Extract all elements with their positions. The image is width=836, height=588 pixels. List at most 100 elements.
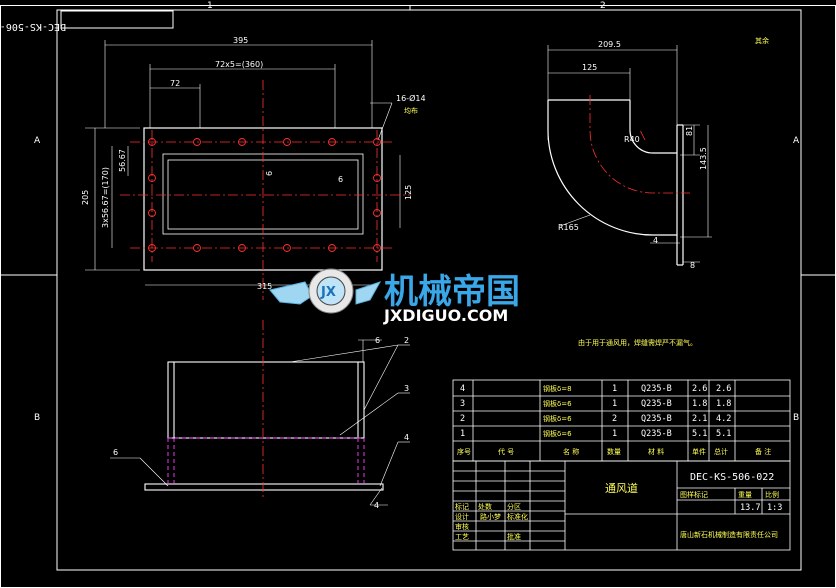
zone-label-1: 1 [207,1,213,11]
bom-cell-qty: 1 [612,429,617,439]
bom-header-qty: 数量 [607,447,621,456]
bom-cell-material: Q235-B [641,399,672,409]
zone-label-a-right: A [793,136,800,146]
bom-header-material: 材 料 [648,447,664,456]
border-zone-labels: 1 2 A A B B [34,1,800,423]
callout-2: 2 [404,336,409,345]
dim-inner-radius: R40 [624,135,640,144]
bom-cell-material: Q235-B [641,429,672,439]
bom-header-total: 总计 [714,447,728,456]
side-view: 209.5 125 R40 R165 81 143.5 4 8 其余 [547,36,769,270]
bom-cell-unit_wt: 2.6 [692,384,707,394]
bom-header-row: 序号 代 号 名 称 数量 材 料 单件 总计 备 注 [457,447,771,456]
dim-overall-height: 205 [81,190,90,205]
front-view: 395 72x5=(360) 72 16-Ø14 均布 205 3x56.67=… [81,36,426,300]
dim-height-2: 143.5 [699,147,708,170]
zone-label-b-left: B [34,413,40,423]
watermark-wing-left-icon [269,281,313,305]
dim-hole-pitch-total: 72x5=(360) [215,60,263,69]
watermark-url: JXDIGUO.COM [383,306,508,325]
bom-cell-name: 钢板δ=6 [543,399,572,408]
drawing-number-rotated: DEC-KS-506-022 [0,21,66,32]
bom-header-name: 名 称 [563,447,579,456]
tb-label-zone: 分区 [507,502,521,511]
bom-cell-total_wt: 1.8 [716,399,731,409]
tb-label-process: 工艺 [455,533,469,541]
bom-cell-qty: 1 [612,384,617,394]
zone-label-a-left: A [34,136,41,146]
tb-label-drawing-mark: 图样标记 [680,490,708,499]
callout-4: 4 [404,433,409,442]
dim-hole-pitch-vertical: 3x56.67=(170) [101,167,110,228]
dim-height-1: 81 [685,126,694,136]
zone-label-b-right: B [793,413,799,423]
technical-note: 由于用于通风用，焊缝需焊严不漏气。 [578,338,697,347]
bom-cell-no: 2 [460,414,465,424]
bom-cell-total_wt: 2.6 [716,384,731,394]
watermark-title: 机械帝国 [384,272,520,312]
dim-side-total: 209.5 [598,40,621,49]
tb-part-name: 通风道 [605,481,638,495]
tb-label-design: 设计 [455,512,469,521]
tb-label-weight: 重量 [738,491,752,499]
gear-icon: JX [308,268,354,314]
dim-first-vertical: 56.67 [118,149,127,172]
dim-top-weld: 6 [375,336,380,345]
tb-label-approve: 批准 [507,532,521,541]
section-view: 2 3 4 6 6 4 [110,320,410,510]
tb-scale: 1:3 [767,503,782,513]
tb-label-count: 处数 [478,502,492,511]
bom-header-unit: 单件 [692,447,706,456]
dim-wall-thickness: 6 [265,171,274,176]
dim-hole-note: 16-Ø14 [396,93,426,103]
bom-cell-total_wt: 5.1 [716,429,731,439]
bom-cell-name: 钢板δ=6 [543,414,572,423]
bom-cell-unit_wt: 1.8 [692,399,707,409]
dim-plate-2: 8 [690,261,695,270]
tb-label-mark: 标记 [455,502,469,511]
bom-cell-no: 4 [460,384,465,394]
bom-cell-qty: 2 [612,414,617,424]
watermark-wing-right-icon [355,281,382,305]
rotated-drawing-number: DEC-KS-506-022 [0,10,174,32]
bom-cell-no: 1 [460,429,465,439]
weld-right: 4 [374,501,379,510]
title-block: 标记 处数 分区 设计 路小梦 标准化 审核 工艺 批准 图样标记 重量 比例 … [452,460,791,551]
bom-cell-unit_wt: 2.1 [692,414,707,424]
tb-weight: 13.7 [740,503,760,513]
bom-header-no: 序号 [457,447,471,456]
dim-inner-height: 125 [404,185,413,200]
bom-cell-total_wt: 4.2 [716,414,731,424]
dim-bottom-width: 315 [257,282,272,291]
zone-label-2: 2 [600,1,606,11]
bom-cell-no: 3 [460,399,465,409]
tb-designer: 路小梦 [480,512,501,521]
dim-wall-thickness-2: 6 [338,175,343,184]
bom-cell-qty: 1 [612,399,617,409]
dim-first-pitch: 72 [170,79,180,88]
bom-cell-name: 钢板δ=8 [543,384,572,393]
dim-overall-width: 395 [233,36,248,45]
dim-side-offset: 125 [582,63,597,72]
roughness-note: 其余 [755,36,769,45]
bom-header-code: 代 号 [498,447,514,456]
tb-label-review: 审核 [455,522,469,531]
tb-label-standard: 标准化 [507,512,528,521]
dim-plate: 4 [653,236,658,245]
callout-3: 3 [404,384,409,393]
bom-cell-unit_wt: 5.1 [692,429,707,439]
tb-company: 唐山新石机械制造有限责任公司 [680,530,778,539]
bom-cell-material: Q235-B [641,384,672,394]
dim-outer-radius: R165 [558,223,579,232]
tb-label-scale: 比例 [765,490,779,499]
bom-header-remark: 备 注 [755,447,771,456]
tb-drawing-number: DEC-KS-506-022 [690,472,774,483]
weld-left: 6 [113,448,118,457]
watermark: JX 机械帝国 JXDIGUO.COM [269,268,520,325]
dim-hole-note-sub: 均布 [404,106,418,115]
bom-cell-material: Q235-B [641,414,672,424]
